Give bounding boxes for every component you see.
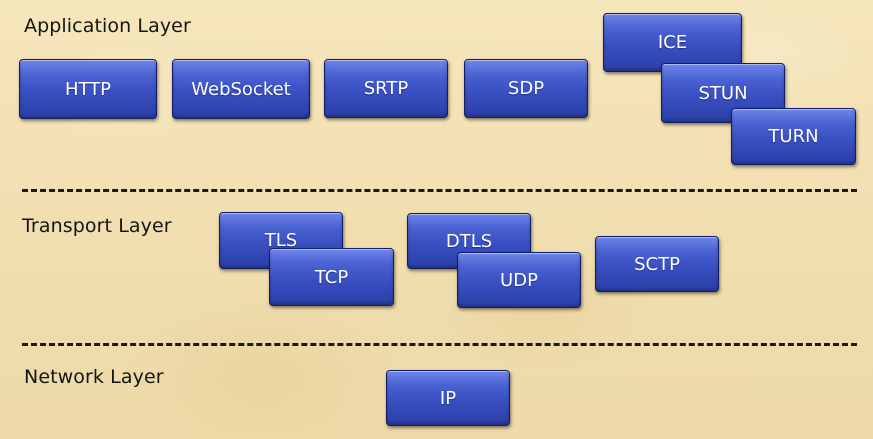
layer-divider-top xyxy=(22,189,857,192)
srtp-box: SRTP xyxy=(324,59,448,118)
turn-box: TURN xyxy=(731,108,856,165)
websocket-box: WebSocket xyxy=(172,59,310,119)
udp-box: UDP xyxy=(457,252,581,308)
transport-layer-label: Transport Layer xyxy=(22,215,172,237)
sdp-box: SDP xyxy=(464,59,588,118)
layer-divider-bottom xyxy=(22,343,857,346)
network-layer-label: Network Layer xyxy=(24,366,164,388)
ip-box: IP xyxy=(386,370,510,426)
application-layer-label: Application Layer xyxy=(24,15,191,37)
ice-box: ICE xyxy=(603,13,742,72)
http-box: HTTP xyxy=(19,59,157,119)
tcp-box: TCP xyxy=(269,248,394,306)
sctp-box: SCTP xyxy=(595,236,719,292)
